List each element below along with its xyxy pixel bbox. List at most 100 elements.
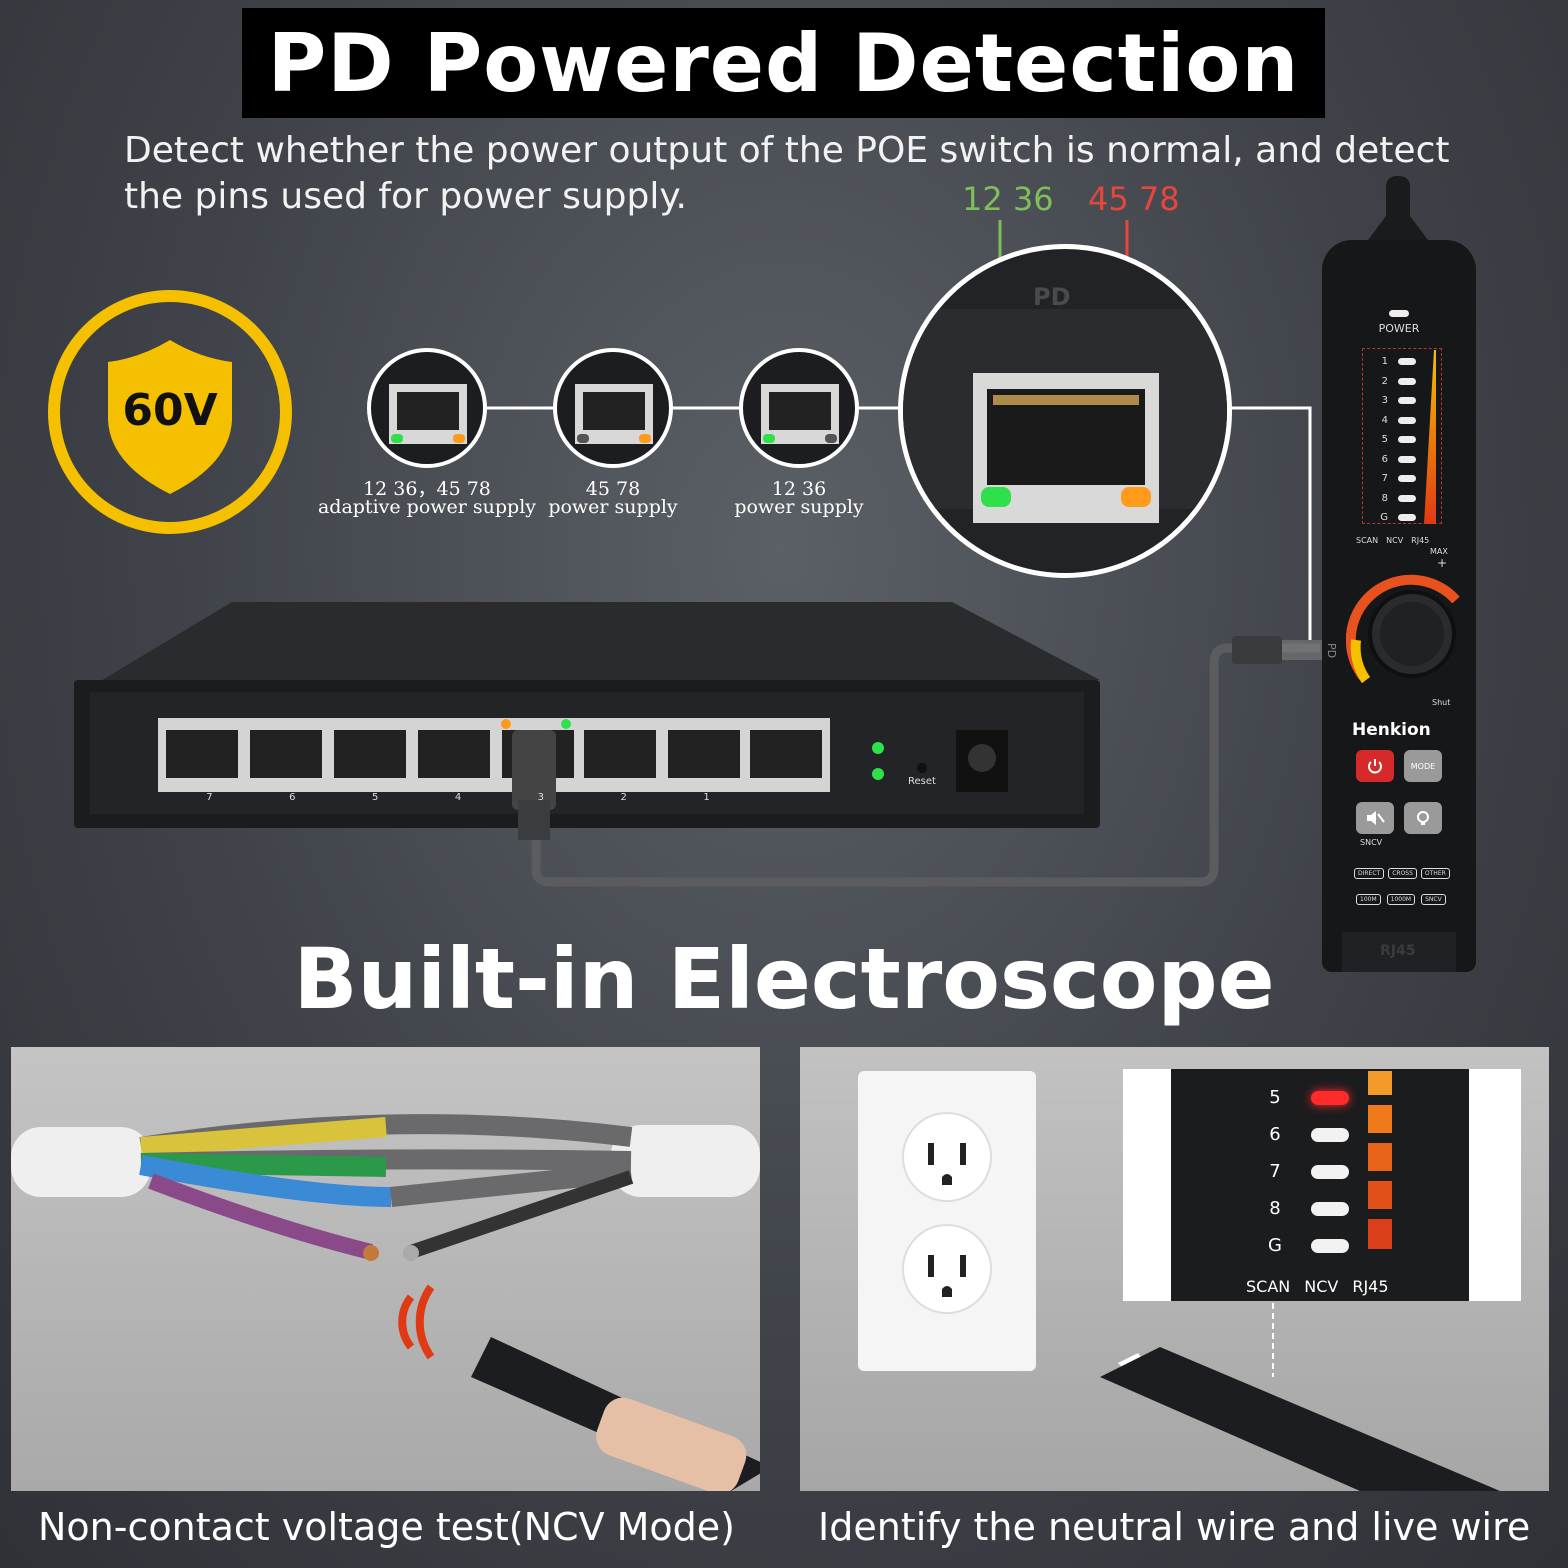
port-caption-pins: 12 36 [771, 478, 827, 500]
ncv-level-led [1311, 1238, 1349, 1253]
switch-port-number: 3 [537, 792, 545, 803]
rj45-socket [1342, 932, 1456, 972]
port-thumbnail-2 [553, 348, 673, 468]
mode-label-ncv: NCV [1386, 536, 1404, 545]
title-banner: PD Powered Detection [242, 8, 1325, 118]
mode-label-ncv: NCV [1304, 1277, 1339, 1296]
level-row: 2 [1366, 372, 1456, 392]
switch-port-number: 2 [620, 792, 627, 803]
max-label: MAX [1430, 547, 1448, 556]
level-row: 1 [1366, 352, 1456, 372]
page-title: PD Powered Detection [267, 16, 1300, 110]
outlet-illustration [858, 1069, 1521, 1491]
mode-button[interactable]: MODE [1404, 750, 1442, 782]
side-pd-label: PD [1325, 642, 1339, 659]
power-icon [1368, 759, 1382, 774]
pin-label-green: 12 36 [962, 180, 1054, 218]
cable-tester: POWER 1 2 3 4 5 6 7 8 G SCAN NCV RJ45 MA… [1322, 240, 1476, 972]
level-led [1398, 494, 1416, 502]
level-number: 1 [1381, 356, 1388, 368]
mode-labels: SCAN NCV RJ45 [1356, 536, 1429, 545]
port-caption-1: 12 36，45 78 adaptive power supply [317, 478, 537, 518]
zoom-pd-label: PD [1033, 283, 1071, 311]
port-caption-pins: 12 36，45 78 [363, 478, 491, 500]
switch-port-number: 1 [703, 792, 710, 803]
switch-port-numbers: 7 6 5 4 3 2 1 [168, 792, 748, 803]
ncv-level-led-active [1311, 1090, 1349, 1105]
port-caption-mode: adaptive power supply [317, 496, 537, 518]
port-caption-2: 45 78 power supply [503, 478, 723, 518]
indicator-100m: 100M [1356, 894, 1381, 905]
ncv-mode-labels: SCAN NCV RJ45 [1246, 1277, 1389, 1296]
level-row: 3 [1366, 391, 1456, 411]
ncv-level-number: 6 [1269, 1124, 1281, 1145]
level-number: 5 [1381, 434, 1388, 446]
reset-label: Reset [908, 776, 936, 787]
function-row-2: 100M 1000M SNCV [1356, 894, 1446, 905]
switch-port-number: 5 [371, 792, 379, 803]
port-thumbnail-1 [367, 348, 487, 468]
indicator-cross: CROSS [1388, 868, 1417, 879]
rj45-socket-label: RJ45 [1380, 943, 1416, 959]
ncv-test-panel [11, 1047, 760, 1491]
switch-port-number: 4 [454, 792, 462, 803]
ncv-level-list: 5 6 7 8 G [1255, 1079, 1455, 1264]
indicator-1000m: 1000M [1386, 894, 1416, 905]
level-bar-gauge [1424, 350, 1436, 524]
level-panel [1362, 348, 1442, 524]
speaker-mute-icon [1367, 811, 1385, 825]
level-row: 5 [1366, 430, 1456, 450]
ncv-level-row: G [1255, 1227, 1455, 1264]
rj45-port-icon [389, 384, 467, 444]
poe-switch-illustration [74, 602, 1100, 840]
port-thumbnail-3 [739, 348, 859, 468]
level-number: G [1380, 512, 1388, 524]
level-number: 3 [1381, 395, 1388, 407]
rj45-port-zoom-icon [903, 309, 1227, 523]
port-caption-pins: 45 78 [585, 478, 641, 500]
function-row-1: DIRECT CROSS OTHER [1354, 868, 1450, 879]
power-button[interactable] [1356, 750, 1394, 782]
indicator-direct: DIRECT [1354, 868, 1385, 879]
ncv-level-row: 8 [1255, 1190, 1455, 1227]
rj45-port-icon [575, 384, 653, 444]
section-title: Built-in Electroscope [293, 930, 1275, 1028]
ncv-level-number: G [1268, 1235, 1282, 1256]
sensitivity-knob[interactable] [1346, 570, 1476, 700]
level-number: 7 [1381, 473, 1388, 485]
indicator-sncv: SNCV [1421, 894, 1446, 905]
port-caption-mode: power supply [734, 496, 864, 518]
level-number: 2 [1381, 375, 1388, 387]
wires-illustration [11, 1114, 760, 1491]
caption-live-wire: Identify the neutral wire and live wire [818, 1505, 1531, 1549]
ncv-level-led [1311, 1127, 1349, 1142]
level-number: 8 [1381, 492, 1388, 504]
level-led [1398, 514, 1416, 522]
plus-label: + [1437, 556, 1448, 570]
brand-logo: Henkion [1352, 720, 1431, 740]
subtitle-text: Detect whether the power output of the P… [124, 130, 1450, 217]
ncv-level-number: 7 [1269, 1161, 1281, 1182]
ncv-level-row: 5 [1255, 1079, 1455, 1116]
ncv-level-led [1311, 1164, 1349, 1179]
level-list: 1 2 3 4 5 6 7 8 G [1366, 352, 1456, 528]
caption-ncv: Non-contact voltage test(NCV Mode) [38, 1505, 736, 1549]
mode-label-scan: SCAN [1356, 536, 1379, 545]
port-caption-3: 12 36 power supply [689, 478, 909, 518]
mode-label-rj45: RJ45 [1352, 1277, 1389, 1296]
ncv-level-row: 6 [1255, 1116, 1455, 1153]
indicator-other: OTHER [1420, 868, 1450, 879]
level-row: 7 [1366, 469, 1456, 489]
level-led [1398, 358, 1416, 366]
mute-button[interactable] [1356, 802, 1394, 834]
rj45-port-icon [761, 384, 839, 444]
level-number: 4 [1381, 414, 1388, 426]
mode-label-rj45: RJ45 [1411, 536, 1430, 545]
port-caption-mode: power supply [548, 496, 678, 518]
switch-port-number: 6 [289, 792, 296, 803]
level-row: 4 [1366, 411, 1456, 431]
shield-icon [108, 340, 232, 494]
light-button[interactable] [1404, 802, 1442, 834]
rj45-plug [1232, 636, 1322, 664]
mode-label-scan: SCAN [1246, 1277, 1291, 1296]
